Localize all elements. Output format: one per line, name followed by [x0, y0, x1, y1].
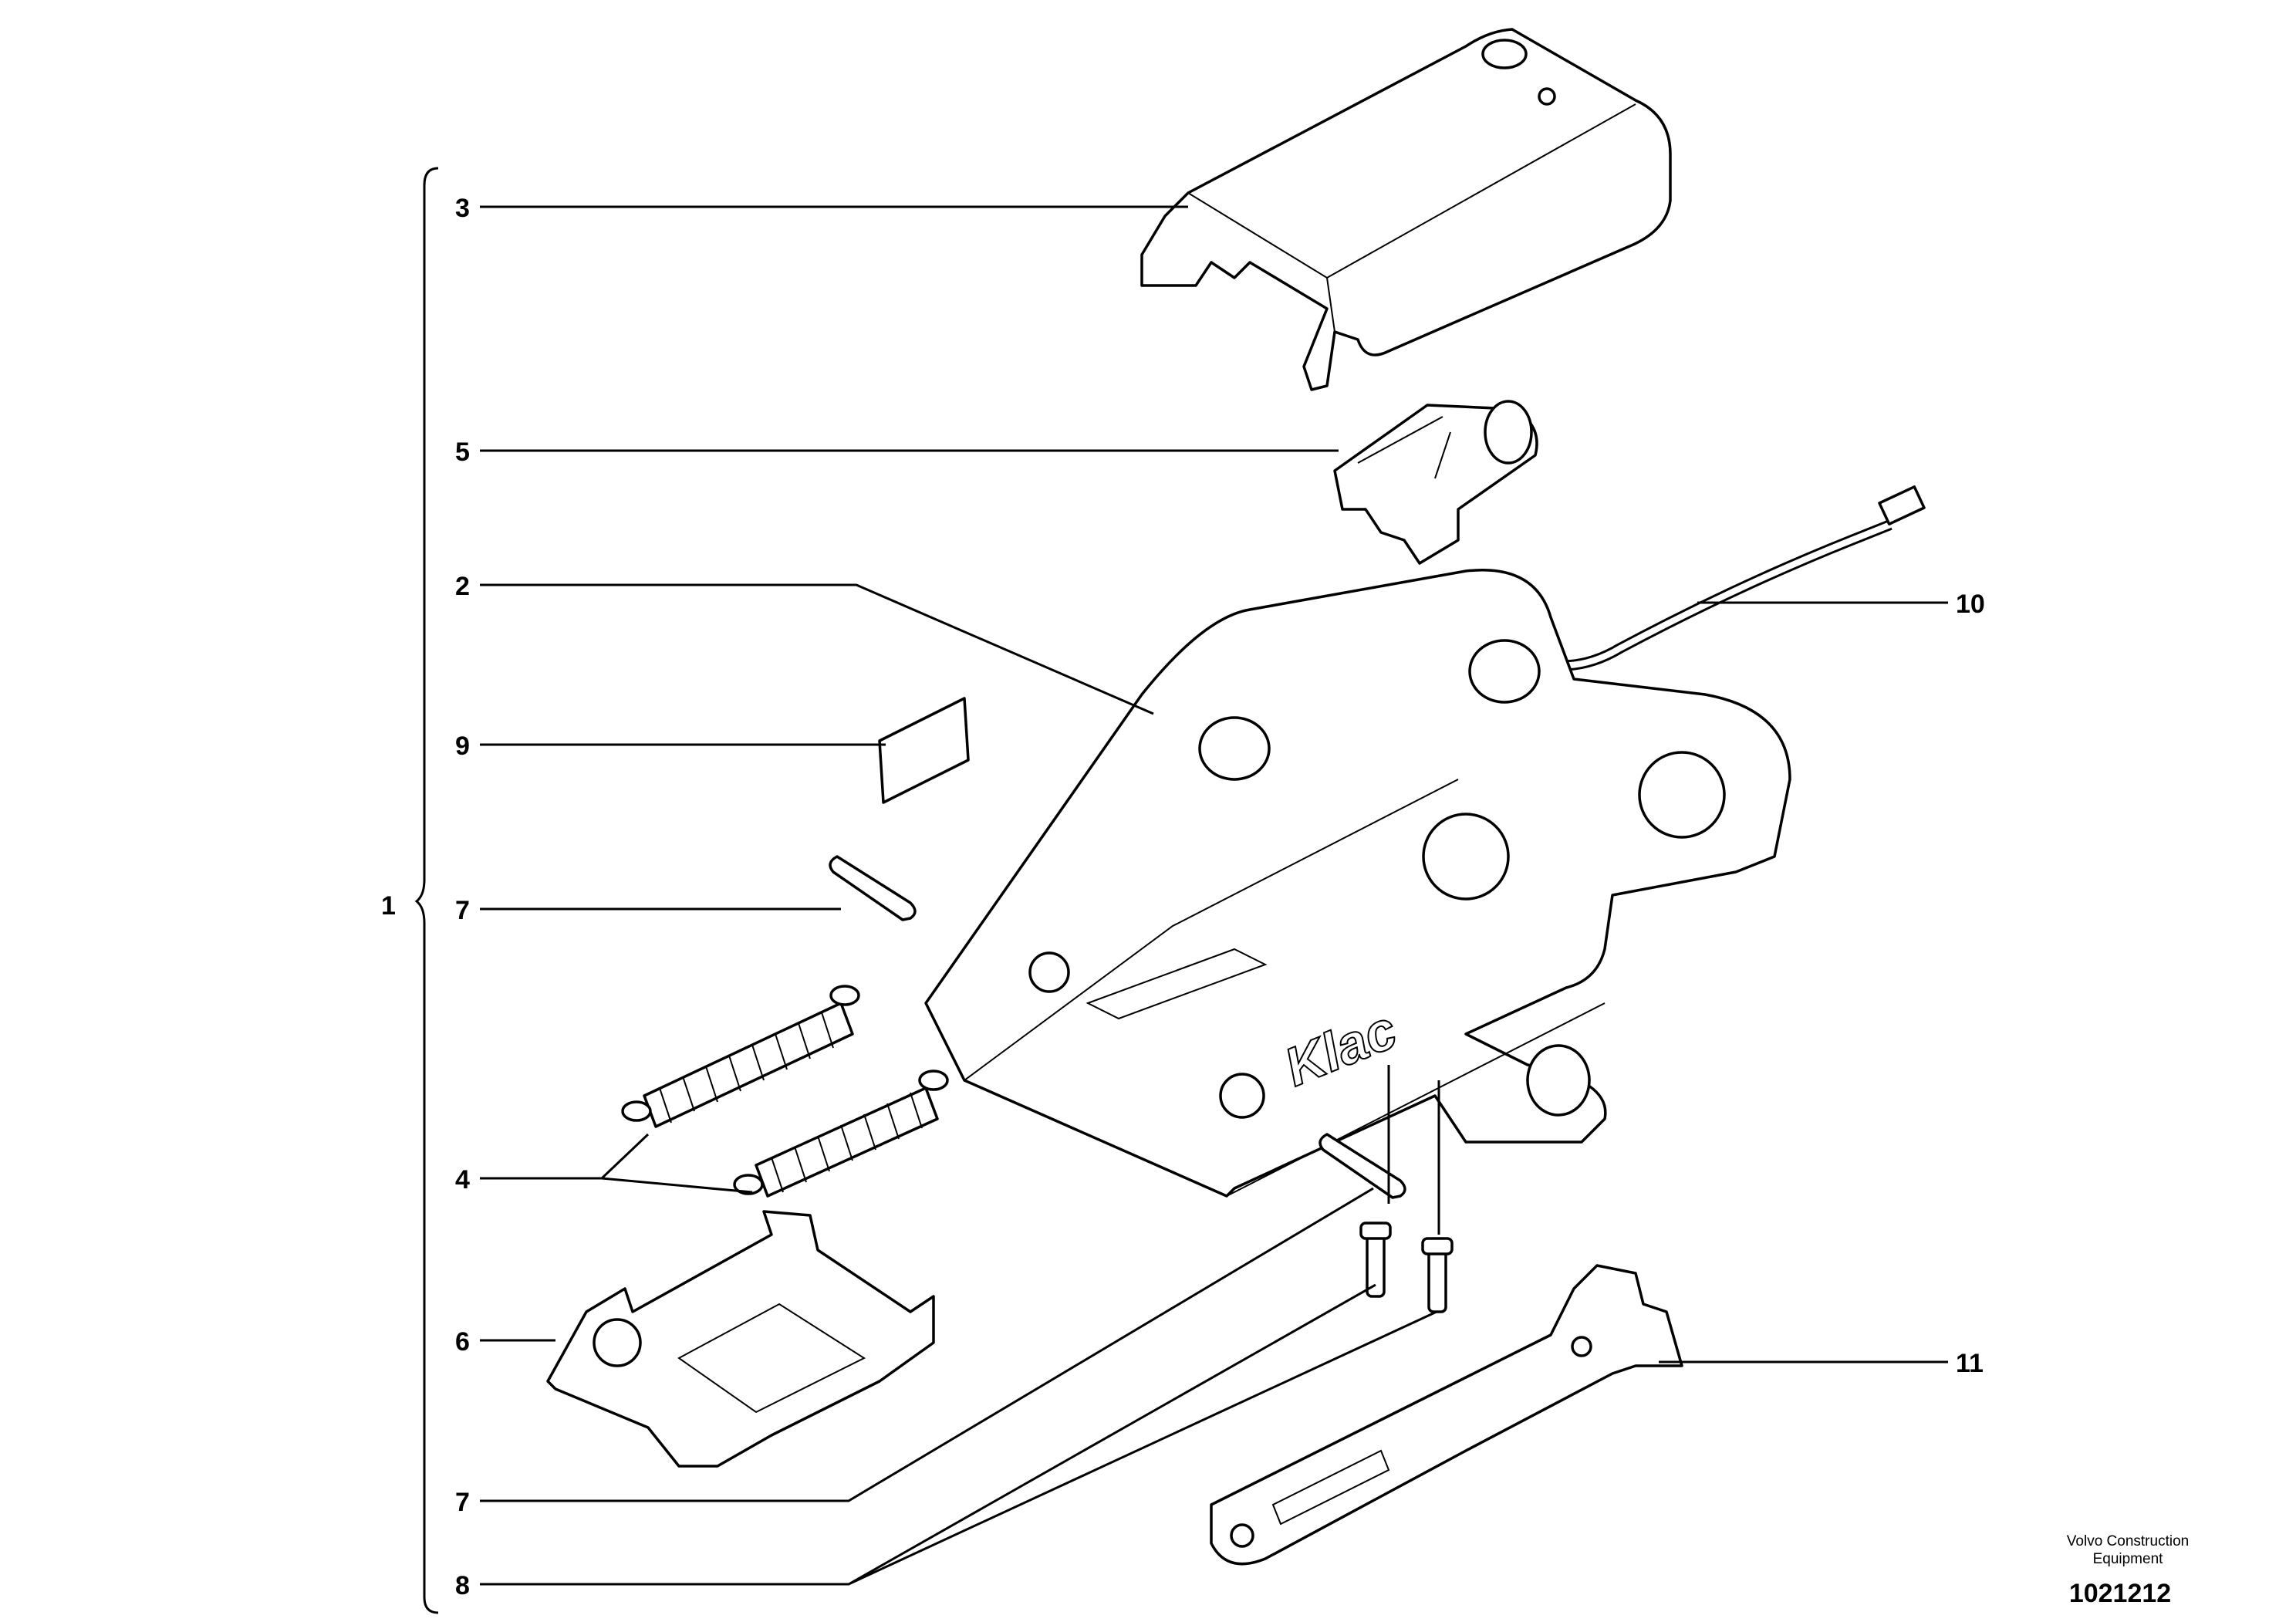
document-number: 1021212 — [2069, 1579, 2171, 1608]
callout-5: 5 — [455, 438, 470, 467]
part-11-tool — [1210, 1264, 1683, 1566]
callout-1: 1 — [381, 891, 396, 921]
assembly-bracket — [414, 167, 439, 1614]
callout-3: 3 — [455, 194, 470, 223]
brand-line-1: Volvo Construction — [2067, 1533, 2189, 1549]
callout-7-upper: 7 — [455, 896, 470, 925]
part-2-quick-coupler: Klac — [924, 569, 1791, 1198]
callout-6: 6 — [455, 1327, 470, 1357]
brand-line-2: Equipment — [2093, 1551, 2164, 1567]
part-9-plate — [878, 697, 970, 804]
part-6-lock-frame — [546, 1210, 935, 1468]
part-7-pin-upper — [829, 855, 917, 921]
part-8-bolts — [1359, 1222, 1454, 1313]
callout-10: 10 — [1956, 590, 1985, 619]
callout-4: 4 — [455, 1165, 470, 1195]
part-7-pin-lower — [1319, 1133, 1406, 1199]
callout-2: 2 — [455, 572, 470, 601]
part-5-valve — [1333, 400, 1538, 565]
callout-8: 8 — [455, 1571, 470, 1600]
part-3-cover — [1140, 28, 1672, 391]
callout-9: 9 — [455, 732, 470, 761]
callout-7-lower: 7 — [455, 1488, 470, 1517]
leader-lines — [480, 205, 1948, 1586]
part-4-springs — [621, 985, 949, 1198]
callout-11: 11 — [1956, 1349, 1984, 1378]
